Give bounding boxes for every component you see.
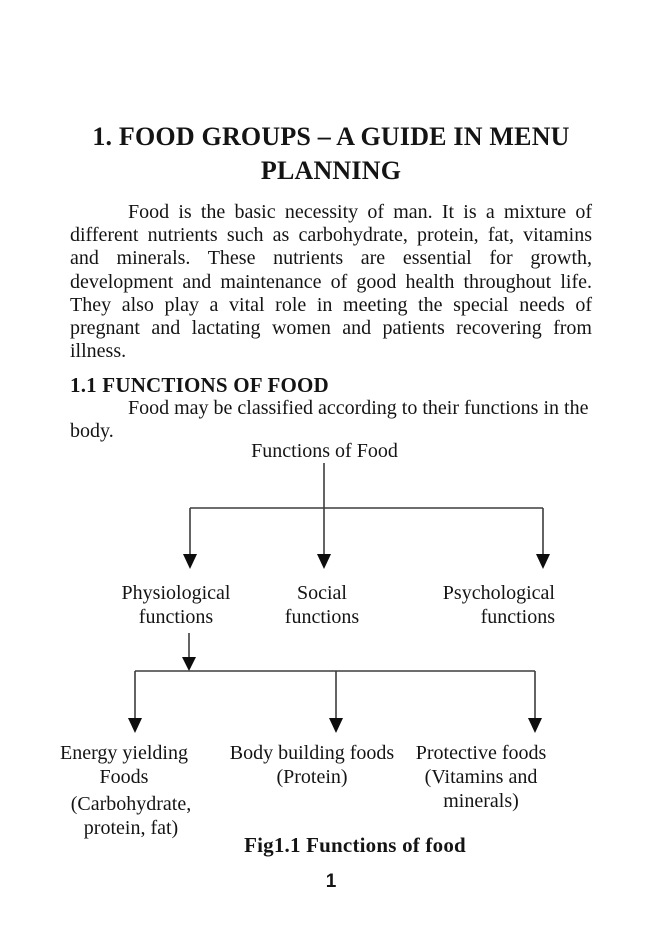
page-title: 1. FOOD GROUPS – A GUIDE IN MENU PLANNIN… [92,122,570,185]
arrow-down-icon [329,718,343,733]
page-number: 1 [325,871,337,892]
arrow-down-icon [183,554,197,569]
section-body-paragraph: Food may be classified according to thei… [70,397,589,443]
arrow-down-icon [536,554,550,569]
arrow-down-icon [317,554,331,569]
diagram-node-physiological-functions: Physiological functions [121,582,231,628]
diagram-node-psychological-functions: Psychological functions [442,582,555,628]
arrow-down-icon [128,718,142,733]
section-heading: 1.1 FUNCTIONS OF FOOD [70,373,329,397]
diagram-node-energy-yielding-foods: Energy yielding Foods [60,742,188,788]
diagram-node-energy-yielding-foods-detail: (Carbohydrate, protein, fat) [70,793,192,839]
figure-caption: Fig1.1 Functions of food [244,833,466,857]
diagram-node-social-functions: Social functions [284,582,360,628]
diagram-root-label: Functions of Food [251,440,398,462]
arrow-down-icon [182,657,196,671]
diagram-node-protective-foods: Protective foods (Vitamins and minerals) [415,742,547,812]
arrow-down-icon [528,718,542,733]
diagram-node-body-building-foods: Body building foods (Protein) [229,742,395,788]
intro-paragraph: Food is the basic necessity of man. It i… [70,201,592,363]
